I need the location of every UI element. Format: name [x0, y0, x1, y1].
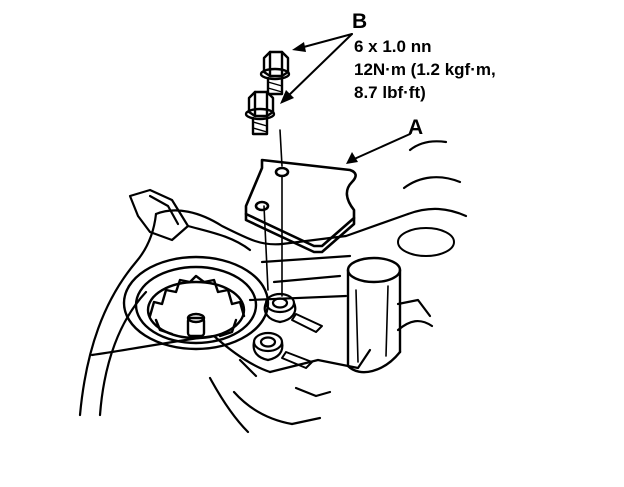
bolt-torque-spec-line1: 12N·m (1.2 kgf·m, [354, 60, 496, 79]
arrowhead-b-upper [292, 42, 306, 52]
bolt-torque-spec-line2: 8.7 lbf·ft) [354, 83, 426, 102]
arrowhead-a [346, 152, 358, 164]
bolt-size-spec: 6 x 1.0 nn [354, 37, 431, 56]
bolt-b-upper [259, 50, 291, 96]
callout-b-label: B [352, 10, 367, 33]
case-bolt-boss-lower [252, 331, 284, 362]
leader-line-b-lower [285, 33, 353, 99]
arrowhead-b-lower [280, 90, 294, 104]
bolt-b-lower [244, 90, 276, 136]
alignment-guides [263, 129, 283, 297]
case-bolt-boss-upper [263, 292, 297, 324]
leader-line-a [351, 133, 411, 161]
cylinder-post [346, 256, 402, 374]
shaft-bore [122, 255, 270, 351]
transmission-case [78, 140, 468, 434]
bracket-a [244, 158, 357, 254]
callout-a-label: A [408, 116, 423, 139]
leader-line-b-upper [299, 33, 353, 49]
